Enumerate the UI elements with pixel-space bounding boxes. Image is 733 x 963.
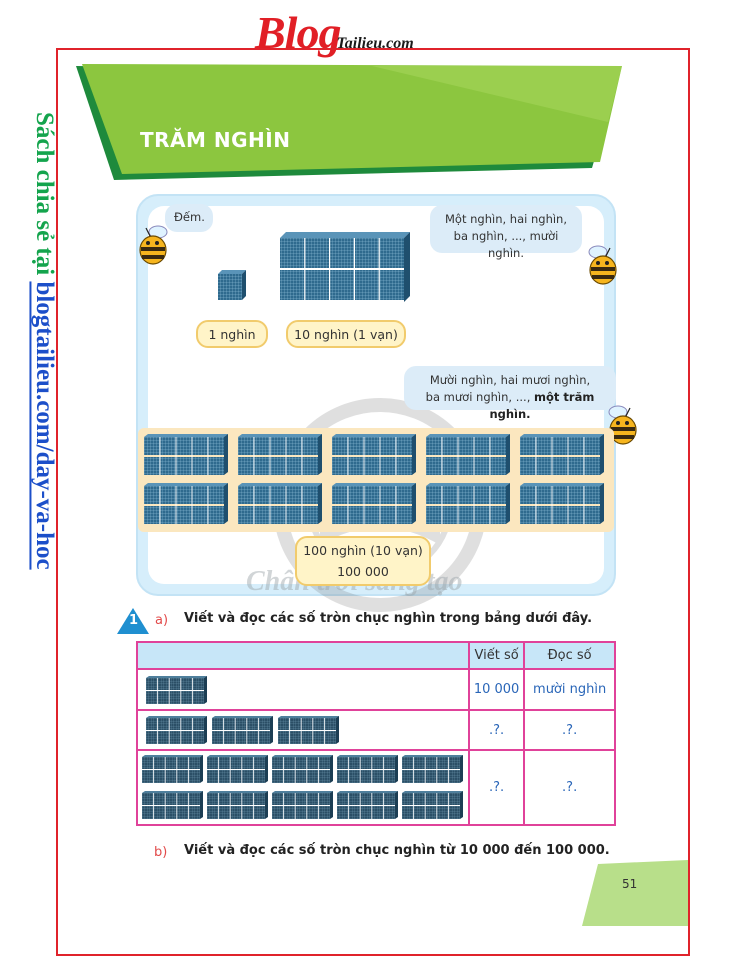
table-cell-blocks xyxy=(136,749,470,826)
bee-icon xyxy=(139,225,168,265)
bubble-text-plain: ba mươi nghìn, ..., xyxy=(425,390,535,404)
table-row: .?. .?. xyxy=(136,749,616,826)
logo-suffix-text: Tailieu.com xyxy=(336,35,414,52)
exercise-part-a-marker: a) xyxy=(155,613,169,628)
table-cell-read: .?. xyxy=(523,749,616,826)
label-ten-thousand: 10 nghìn (1 vạn) xyxy=(286,320,406,348)
exercise-number: 1 xyxy=(129,613,139,628)
page-number: 51 xyxy=(622,877,638,891)
label-hundred-thousand: 100 nghìn (10 vạn) 100 000 xyxy=(295,536,431,586)
page-corner-decoration xyxy=(582,860,688,926)
table-header-blocks xyxy=(136,641,470,670)
label-hundred-thousand-digits: 100 000 xyxy=(337,564,389,579)
bee-icon xyxy=(608,405,637,445)
table-row: 10 000 mười nghìn xyxy=(136,668,616,711)
table-header-written: Viết số xyxy=(467,641,526,670)
side-note-link[interactable]: blogtailieu.com/day-va-hoc xyxy=(31,281,58,570)
ten-thousand-block-icon xyxy=(280,232,410,302)
table-cell-written: 10 000 xyxy=(467,668,526,711)
table-cell-written: .?. xyxy=(467,709,526,751)
bubble-line: Một nghìn, hai nghìn, xyxy=(445,212,567,226)
table-header-row: Viết số Đọc số xyxy=(136,641,616,670)
exercise-part-b-marker: b) xyxy=(154,845,168,860)
thousand-cube-icon xyxy=(218,270,246,300)
table-header-read: Đọc số xyxy=(523,641,616,670)
table-row: .?. .?. xyxy=(136,709,616,751)
header-banner xyxy=(76,64,622,180)
bubble-text-bold: một trăm nghìn. xyxy=(489,390,595,421)
table-cell-read: mười nghìn xyxy=(523,668,616,711)
exercise-part-a-text: Viết và đọc các số tròn chục nghìn trong… xyxy=(184,611,593,626)
ten-thousand-block-icon xyxy=(145,675,208,704)
table-cell-blocks xyxy=(136,668,470,711)
table-cell-blocks xyxy=(136,709,470,751)
exercise-table: Viết số Đọc số xyxy=(136,641,616,826)
page-title: TRĂM NGHÌN xyxy=(140,128,291,152)
exercise-part-b-text: Viết và đọc các số tròn chục nghìn từ 10… xyxy=(184,843,610,858)
exercise-number-badge xyxy=(117,608,149,634)
label-one-thousand: 1 nghìn xyxy=(196,320,268,348)
speech-bubble-mot-nghin: Một nghìn, hai nghìn, ba nghìn, ..., mườ… xyxy=(430,205,582,260)
bubble-line: ba nghìn, ..., mười nghìn. xyxy=(453,229,559,260)
label-hundred-thousand-words: 100 nghìn (10 vạn) xyxy=(303,543,423,558)
bubble-line: Mười nghìn, hai mươi nghìn, xyxy=(429,373,591,387)
speech-bubble-dem: Đếm. xyxy=(165,204,213,232)
table-cell-read: .?. xyxy=(523,709,616,751)
ten-thousand-blocks-icon xyxy=(145,715,340,745)
page-frame xyxy=(56,48,690,956)
speech-bubble-muoi-nghin: Mười nghìn, hai mươi nghìn, ba mươi nghì… xyxy=(404,366,616,421)
hundred-thousand-blocks-icon xyxy=(144,434,605,525)
bubble-line: ba mươi nghìn, ..., một trăm nghìn. xyxy=(412,389,608,423)
side-note-prefix: Sách chia sẻ tại xyxy=(31,112,58,282)
side-share-note: Sách chia sẻ tại blogtailieu.com/day-va-… xyxy=(26,112,58,742)
ten-thousand-blocks-icon xyxy=(141,754,464,819)
table-cell-written: .?. xyxy=(467,749,526,826)
bee-icon xyxy=(588,245,617,285)
blogtailieu-logo: BlogTailieu.com xyxy=(255,6,414,58)
